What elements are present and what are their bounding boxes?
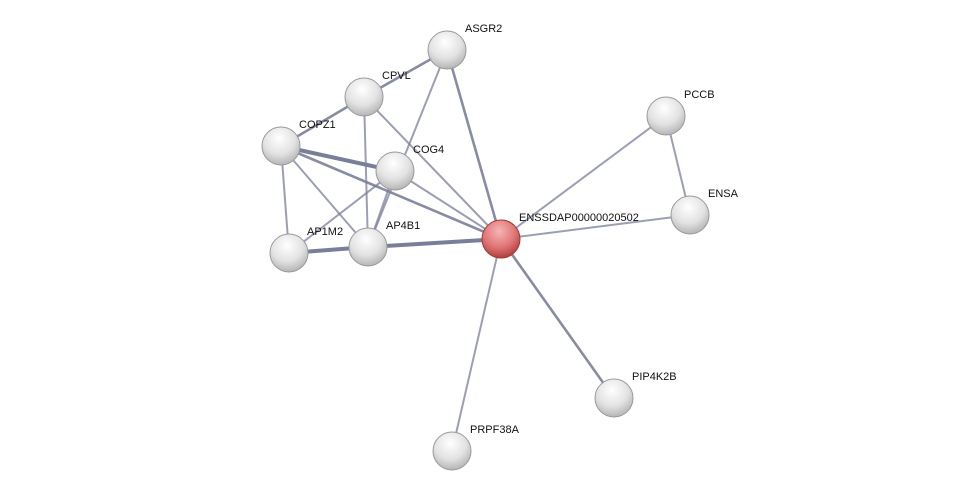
node-ensa[interactable]: ENSA bbox=[670, 188, 739, 235]
node-label: AP1M2 bbox=[307, 226, 343, 238]
node-label: AP4B1 bbox=[386, 220, 420, 232]
node-label: PIP4K2B bbox=[632, 371, 677, 383]
edge-pip4k2b-enssdap00000020502[interactable] bbox=[499, 238, 616, 399]
node-circle[interactable] bbox=[427, 30, 467, 70]
node-asgr2[interactable]: ASGR2 bbox=[427, 23, 502, 70]
node-circle[interactable] bbox=[269, 233, 309, 273]
node-pccb[interactable]: PCCB bbox=[646, 89, 715, 136]
node-pip4k2b[interactable]: PIP4K2B bbox=[594, 371, 677, 418]
node-ap1m2[interactable]: AP1M2 bbox=[269, 226, 343, 273]
edge-copz1-enssdap00000020502[interactable] bbox=[280, 144, 502, 241]
edge-ensa-enssdap00000020502[interactable] bbox=[500, 214, 691, 240]
node-label: CPVL bbox=[382, 70, 411, 82]
node-label: PRPF38A bbox=[470, 424, 520, 436]
node-ap4b1[interactable]: AP4B1 bbox=[348, 220, 420, 267]
node-circle[interactable] bbox=[646, 96, 686, 136]
edge-copz1-ap4b1[interactable] bbox=[280, 145, 369, 248]
node-prpf38a[interactable]: PRPF38A bbox=[432, 424, 520, 471]
node-circle[interactable] bbox=[348, 227, 388, 267]
node-label: ENSSDAP00000020502 bbox=[519, 212, 639, 224]
node-circle[interactable] bbox=[594, 378, 634, 418]
edge-asgr2-ap4b1[interactable] bbox=[367, 49, 448, 248]
node-label: ASGR2 bbox=[465, 23, 502, 35]
node-cog4[interactable]: COG4 bbox=[375, 144, 444, 191]
node-label: COG4 bbox=[413, 144, 444, 156]
node-circle[interactable] bbox=[670, 195, 710, 235]
node-circle[interactable] bbox=[375, 151, 415, 191]
edge-pccb-enssdap00000020502[interactable] bbox=[500, 115, 667, 240]
node-circle[interactable] bbox=[481, 219, 521, 259]
edge-cpvl-ap4b1[interactable] bbox=[363, 96, 369, 248]
edge-cpvl-enssdap00000020502[interactable] bbox=[363, 96, 502, 240]
edge-prpf38a-enssdap00000020502[interactable] bbox=[451, 238, 502, 452]
node-circle[interactable] bbox=[344, 77, 384, 117]
node-copz1[interactable]: COPZ1 bbox=[261, 119, 336, 166]
node-cpvl[interactable]: CPVL bbox=[344, 70, 411, 117]
node-label: COPZ1 bbox=[299, 119, 336, 131]
edge-cog4-ap1m2[interactable] bbox=[288, 170, 396, 254]
node-circle[interactable] bbox=[261, 126, 301, 166]
edge-cog4-enssdap00000020502[interactable] bbox=[394, 170, 502, 240]
node-circle[interactable] bbox=[432, 431, 472, 471]
edge-ap4b1-enssdap00000020502[interactable] bbox=[367, 237, 502, 249]
node-enssdap00000020502[interactable]: ENSSDAP00000020502 bbox=[481, 212, 639, 259]
edge-asgr2-enssdap00000020502[interactable] bbox=[445, 49, 503, 240]
node-label: ENSA bbox=[708, 188, 739, 200]
node-label: PCCB bbox=[684, 89, 715, 101]
